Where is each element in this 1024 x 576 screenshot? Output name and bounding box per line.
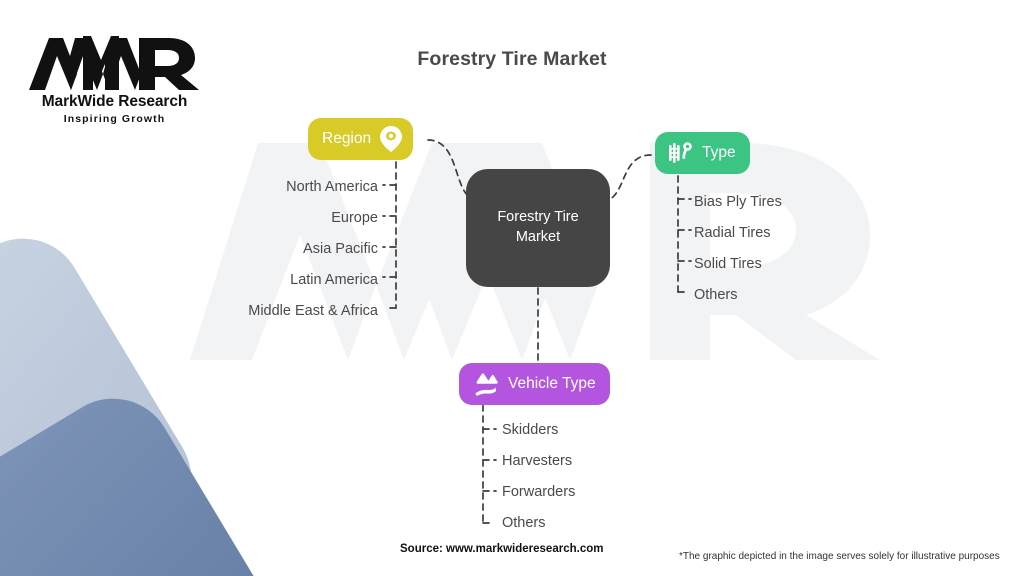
brand-tagline: Inspiring Growth: [63, 113, 166, 125]
brand-name: MarkWide Research: [41, 93, 188, 110]
branch-items-vehicle-type: Skidders Harvesters Forwarders Others: [502, 415, 575, 539]
list-item[interactable]: Radial Tires: [694, 225, 771, 242]
branch-label-region: Region: [322, 130, 372, 147]
page-title: Forestry Tire Market: [417, 48, 607, 70]
list-item[interactable]: Others: [694, 287, 738, 304]
list-item[interactable]: Solid Tires: [694, 256, 762, 273]
list-item[interactable]: Skidders: [502, 422, 559, 439]
list-item[interactable]: Harvesters: [502, 453, 573, 470]
list-item[interactable]: Latin America: [290, 272, 378, 289]
mwr-logo-icon: [29, 36, 199, 90]
branch-items-region: North America Europe Asia Pacific Latin …: [0, 172, 382, 327]
branch-badge-region[interactable]: Region: [308, 118, 414, 160]
list-item[interactable]: North America: [286, 179, 378, 196]
list-item[interactable]: Europe: [331, 210, 378, 227]
list-item[interactable]: Others: [502, 515, 546, 532]
branch-badge-type[interactable]: Type: [655, 132, 750, 174]
list-item[interactable]: Bias Ply Tires: [694, 194, 782, 211]
branch-label-type: Type: [702, 144, 736, 161]
terrain-road-icon: [475, 373, 498, 396]
brand-logo: MarkWide Research Inspiring Growth: [27, 34, 202, 125]
list-item[interactable]: Forwarders: [502, 484, 576, 501]
list-item[interactable]: Middle East & Africa: [248, 303, 378, 320]
disclaimer-note: *The graphic depicted in the image serve…: [679, 551, 1000, 562]
map-pin-gear-icon: [380, 126, 403, 152]
branch-items-type: Bias Ply Tires Radial Tires Solid Tires …: [694, 187, 782, 311]
center-node[interactable]: Forestry Tire Market: [466, 169, 610, 287]
source-note: Source: www.markwideresearch.com: [400, 543, 604, 555]
branch-label-vehicle-type: Vehicle Type: [508, 375, 596, 392]
list-item[interactable]: Asia Pacific: [303, 241, 378, 258]
center-node-label: Forestry Tire Market: [497, 209, 579, 245]
tire-gauge-icon: [669, 142, 692, 163]
branch-badge-vehicle-type[interactable]: Vehicle Type: [459, 363, 610, 405]
